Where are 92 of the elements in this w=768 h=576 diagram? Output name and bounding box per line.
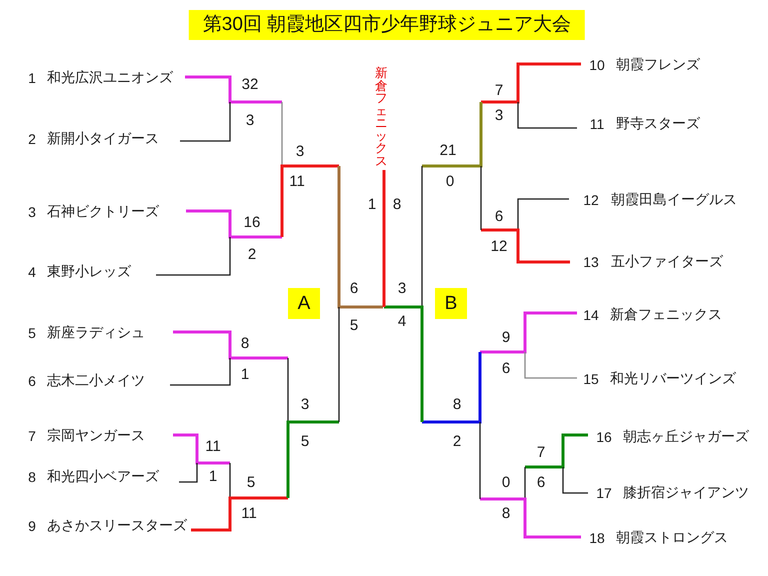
score: 6 (350, 281, 358, 297)
bracket-line (156, 237, 231, 276)
score: 3 (300, 397, 310, 413)
team-name: 新倉フェニックス (610, 306, 722, 324)
group-letter-box: B (435, 288, 467, 319)
title: 第30回 朝霞地区四市少年野球ジュニア大会 (188, 10, 586, 40)
team-number: 5 (27, 325, 37, 341)
score: 6 (536, 475, 546, 491)
score: 1 (240, 367, 250, 383)
bracket-line (517, 198, 569, 230)
bracket-line (173, 434, 231, 498)
team-name: 和光四小ベアーズ (47, 468, 159, 486)
team-name: 新座ラディシュ (47, 324, 145, 342)
score: 8 (502, 506, 510, 522)
score: 3 (494, 108, 504, 124)
bracket-line (480, 166, 570, 264)
score: 9 (502, 330, 510, 346)
bracket-line (186, 164, 383, 308)
team-name: あさかスリースターズ (47, 517, 187, 535)
score: 0 (446, 174, 454, 190)
team-number: 18 (588, 530, 606, 546)
team-name: 朝霞田島イーグルス (611, 191, 737, 209)
champion-name: 新倉フェニックス (375, 67, 388, 170)
bracket-line (524, 434, 588, 499)
score: 3 (398, 281, 406, 297)
bracket-line (185, 76, 283, 166)
score: 5 (300, 434, 310, 450)
score: 8 (452, 397, 462, 413)
team-number: 3 (27, 204, 37, 220)
team-name: 朝霞フレンズ (616, 56, 700, 74)
team-name: 和光広沢ユニオンズ (47, 69, 173, 87)
team-number: 17 (595, 485, 613, 501)
team-number: 10 (588, 57, 606, 73)
score: 2 (248, 247, 256, 263)
team-name: 五小ファイターズ (611, 253, 723, 271)
score: 12 (490, 239, 508, 255)
bracket-line (421, 62, 581, 307)
score: 0 (502, 475, 510, 491)
team-name: 東野小レッズ (47, 263, 131, 281)
score: 11 (205, 439, 221, 455)
bracket-line (524, 352, 577, 379)
bracket-line (479, 422, 581, 538)
score: 2 (452, 434, 462, 450)
score: 11 (241, 506, 257, 522)
score: 1 (208, 469, 218, 485)
bracket-line (170, 358, 231, 386)
team-name: 和光リバーツインズ (610, 370, 736, 388)
score: 8 (392, 197, 402, 213)
team-number: 2 (27, 131, 37, 147)
team-number: 11 (588, 116, 606, 132)
team-name: 新開小タイガース (47, 130, 159, 148)
team-name: 宗岡ヤンガース (47, 427, 145, 445)
score: 1 (368, 197, 376, 213)
score: 3 (246, 113, 254, 129)
team-number: 9 (27, 518, 37, 534)
team-number: 8 (27, 469, 37, 485)
score: 5 (350, 318, 358, 334)
team-number: 6 (27, 373, 37, 389)
score: 7 (494, 83, 504, 99)
team-number: 1 (27, 70, 37, 86)
score: 21 (440, 143, 456, 159)
team-name: 朝霞ストロングス (616, 529, 728, 547)
bracket-line (562, 467, 588, 494)
team-number: 7 (27, 428, 37, 444)
score: 16 (244, 215, 260, 231)
score: 11 (289, 174, 305, 190)
score: 3 (296, 144, 304, 160)
score: 8 (240, 336, 250, 352)
team-number: 12 (582, 192, 600, 208)
team-name: 石神ビクトリーズ (47, 203, 159, 221)
team-number: 14 (582, 307, 600, 323)
bracket-line (173, 330, 289, 422)
team-name: 膝折宿ジャイアンツ (623, 484, 749, 502)
team-name: 朝志ヶ丘ジャガーズ (623, 428, 749, 446)
team-name: 野寺スターズ (616, 115, 700, 133)
score: 6 (502, 361, 510, 377)
team-number: 16 (595, 429, 613, 445)
group-letter-box: A (288, 288, 320, 319)
bracket-line (517, 102, 577, 129)
score: 32 (242, 77, 258, 93)
score: 4 (398, 314, 406, 330)
score: 6 (494, 209, 504, 225)
team-name: 志木二小メイツ (47, 372, 145, 390)
bracket-line (382, 170, 577, 424)
team-number: 15 (582, 371, 600, 387)
team-number: 4 (27, 264, 37, 280)
score: 5 (246, 475, 256, 491)
score: 7 (536, 445, 546, 461)
bracket-line (191, 307, 340, 532)
bracket-line (180, 102, 231, 142)
bracket-line (179, 463, 198, 483)
team-number: 13 (582, 254, 600, 270)
